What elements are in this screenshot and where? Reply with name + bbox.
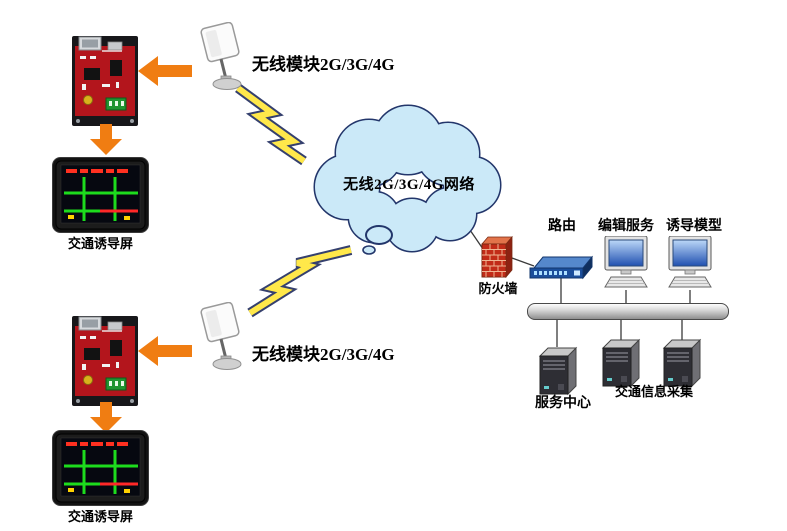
- wireless-link-bolt-top: [235, 83, 307, 166]
- label-guidance-screen-bottom: 交通诱导屏: [67, 509, 133, 524]
- label-traffic-info-collection: 交通信息采集: [614, 384, 693, 399]
- guidance-screen-top: [52, 157, 149, 233]
- cloud-puff-small: [362, 245, 376, 255]
- label-service-center: 服务中心: [535, 396, 591, 411]
- arrow-down-top-icon: [90, 124, 122, 155]
- arrow-left-top-icon: [138, 56, 192, 86]
- guidance-screen-bottom: [52, 430, 149, 506]
- service-center-server: [538, 346, 578, 396]
- traffic-collect-server-1: [601, 338, 641, 388]
- traffic-collect-server-2: [662, 338, 702, 388]
- bus-bar: [527, 303, 729, 320]
- cloud-puff: [365, 225, 393, 245]
- label-firewall: 防火墙: [478, 281, 518, 296]
- wireless-antenna-bottom: [200, 302, 242, 370]
- model-workstation: [668, 236, 712, 288]
- wired-links: [469, 229, 691, 347]
- controller-card-bottom: [72, 316, 138, 406]
- label-editing-service: 编辑服务: [598, 219, 654, 234]
- arrow-left-bottom-icon: [138, 336, 192, 366]
- network-cloud: [313, 104, 502, 255]
- firewall-device: [481, 235, 513, 279]
- arrow-down-bottom-icon: [90, 402, 122, 433]
- edit-workstation: [604, 236, 648, 288]
- label-router: 路由: [548, 219, 576, 234]
- router-device: [529, 255, 594, 280]
- label-wireless-module-top: 无线模块2G/3G/4G: [252, 55, 395, 74]
- label-wireless-module-bottom: 无线模块2G/3G/4G: [252, 345, 395, 364]
- label-guidance-screen-top: 交通诱导屏: [67, 236, 133, 251]
- wireless-link-bolt-bottom: [247, 245, 353, 318]
- label-cloud-network: 无线2G/3G/4G网络: [343, 177, 475, 193]
- label-guidance-model: 诱导模型: [666, 219, 722, 234]
- controller-card-top: [72, 36, 138, 126]
- wireless-antenna-top: [200, 22, 242, 90]
